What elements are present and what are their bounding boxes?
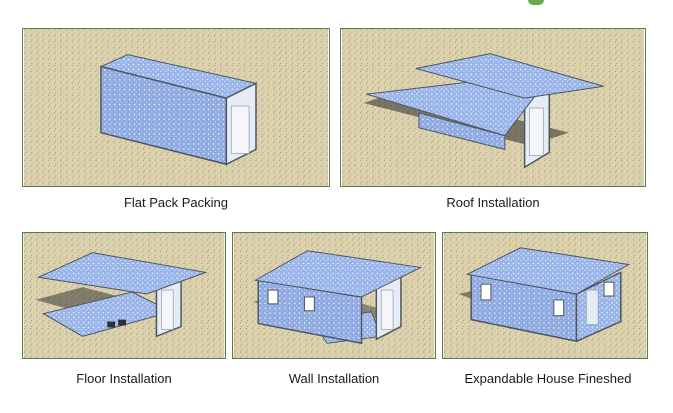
panel-roof-installation [340, 28, 646, 187]
panel-floor-installation [22, 232, 226, 359]
caption-flat-pack: Flat Pack Packing [123, 195, 229, 210]
illustration-wall-installation [233, 233, 435, 358]
panel-house-finished [442, 232, 648, 359]
illustration-house-finished [443, 233, 647, 358]
illustration-roof-installation [341, 29, 645, 186]
illustration-floor-installation [23, 233, 225, 358]
brand-mark [528, 0, 544, 5]
caption-floor-installation: Floor Installation [76, 371, 172, 386]
panel-wall-installation [232, 232, 436, 359]
caption-house-finished: Expandable House Fineshed [464, 371, 632, 386]
caption-roof-installation: Roof Installation [446, 195, 540, 210]
illustration-flat-pack [23, 29, 329, 186]
panel-flat-pack [22, 28, 330, 187]
caption-wall-installation: Wall Installation [288, 371, 380, 386]
